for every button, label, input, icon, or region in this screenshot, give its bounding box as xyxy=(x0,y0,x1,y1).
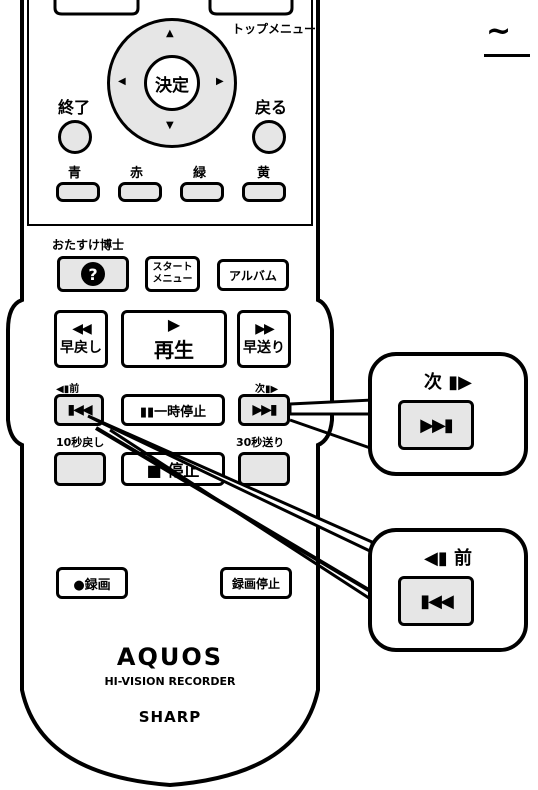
ffwd-button[interactable]: ▶▶ 早送り xyxy=(237,310,291,368)
left-arrow-icon[interactable]: ◀ xyxy=(118,76,126,87)
prev-icon: ▮◀◀ xyxy=(67,402,92,418)
end-button[interactable] xyxy=(58,120,92,154)
up-arrow-icon[interactable]: ▲ xyxy=(166,28,174,39)
down-arrow-icon[interactable]: ▼ xyxy=(166,120,174,131)
tilde-underline xyxy=(484,54,530,57)
play-icon: ▶ xyxy=(167,315,181,334)
album-button[interactable]: アルバム xyxy=(217,259,289,291)
callout-next-label: 次 ▮▶ xyxy=(424,372,473,393)
help-button[interactable]: ? xyxy=(57,256,129,292)
blue-label: 青 xyxy=(68,166,82,181)
tilde-mark: ~ xyxy=(486,14,512,49)
fwd30-label: 30秒送り xyxy=(236,436,285,449)
brand-aquos: AQUOS xyxy=(116,643,224,671)
back-button[interactable] xyxy=(252,120,286,154)
red-label: 赤 xyxy=(130,166,144,181)
pause-button[interactable]: ▮▮一時停止 xyxy=(121,394,225,426)
blue-button[interactable] xyxy=(56,182,100,202)
right-arrow-icon[interactable]: ▶ xyxy=(216,76,224,87)
end-label: 終了 xyxy=(58,98,91,117)
back-label: 戻る xyxy=(255,98,288,117)
start-menu-button[interactable]: スタート メニュー xyxy=(145,256,200,292)
record-button[interactable]: ●録画 xyxy=(56,567,128,599)
start-menu-line2: メニュー xyxy=(152,274,193,285)
help-icon: ? xyxy=(81,262,105,286)
start-menu-line1: スタート xyxy=(152,262,193,273)
prev-small-label: ◀▮前 xyxy=(56,384,80,395)
play-label: 再生 xyxy=(154,338,194,362)
next-icon: ▶▶▮ xyxy=(252,402,277,418)
fwd30-button[interactable] xyxy=(238,452,290,486)
enter-button[interactable]: 決定 xyxy=(144,55,200,111)
brand-sharp: SHARP xyxy=(138,708,202,726)
record-stop-button[interactable]: 録画停止 xyxy=(220,567,292,599)
callout-prev-button: ▮◀◀ xyxy=(398,576,474,626)
yellow-button[interactable] xyxy=(242,182,286,202)
green-label: 緑 xyxy=(193,166,207,181)
green-button[interactable] xyxy=(180,182,224,202)
callout-prev-label: ◀▮ 前 xyxy=(424,548,473,569)
red-button[interactable] xyxy=(118,182,162,202)
back10-label: 10秒戻し xyxy=(56,436,105,449)
otasuke-label: おたすけ博士 xyxy=(52,238,125,252)
back10-button[interactable] xyxy=(54,452,106,486)
callout-next-icon: ▶▶▮ xyxy=(420,414,454,436)
ffwd-icon: ▶▶ xyxy=(255,321,274,337)
next-small-label: 次▮▶ xyxy=(255,384,279,395)
rewind-label: 早戻し xyxy=(60,340,102,356)
callout-next-button: ▶▶▮ xyxy=(398,400,474,450)
callout-next: 次 ▮▶ ▶▶▮ xyxy=(368,352,528,476)
callout-prev: ◀▮ 前 ▮◀◀ xyxy=(368,528,528,652)
next-button[interactable]: ▶▶▮ xyxy=(238,394,290,426)
ffwd-label: 早送り xyxy=(243,340,285,356)
top-menu-label: トップメニュー xyxy=(232,22,317,36)
rewind-icon: ◀◀ xyxy=(72,321,91,337)
rewind-button[interactable]: ◀◀ 早戻し xyxy=(54,310,108,368)
brand-subtitle: HI-VISION RECORDER xyxy=(104,675,236,688)
yellow-label: 黄 xyxy=(257,166,271,181)
callout-prev-icon: ▮◀◀ xyxy=(420,590,454,612)
play-button[interactable]: ▶ 再生 xyxy=(121,310,227,368)
